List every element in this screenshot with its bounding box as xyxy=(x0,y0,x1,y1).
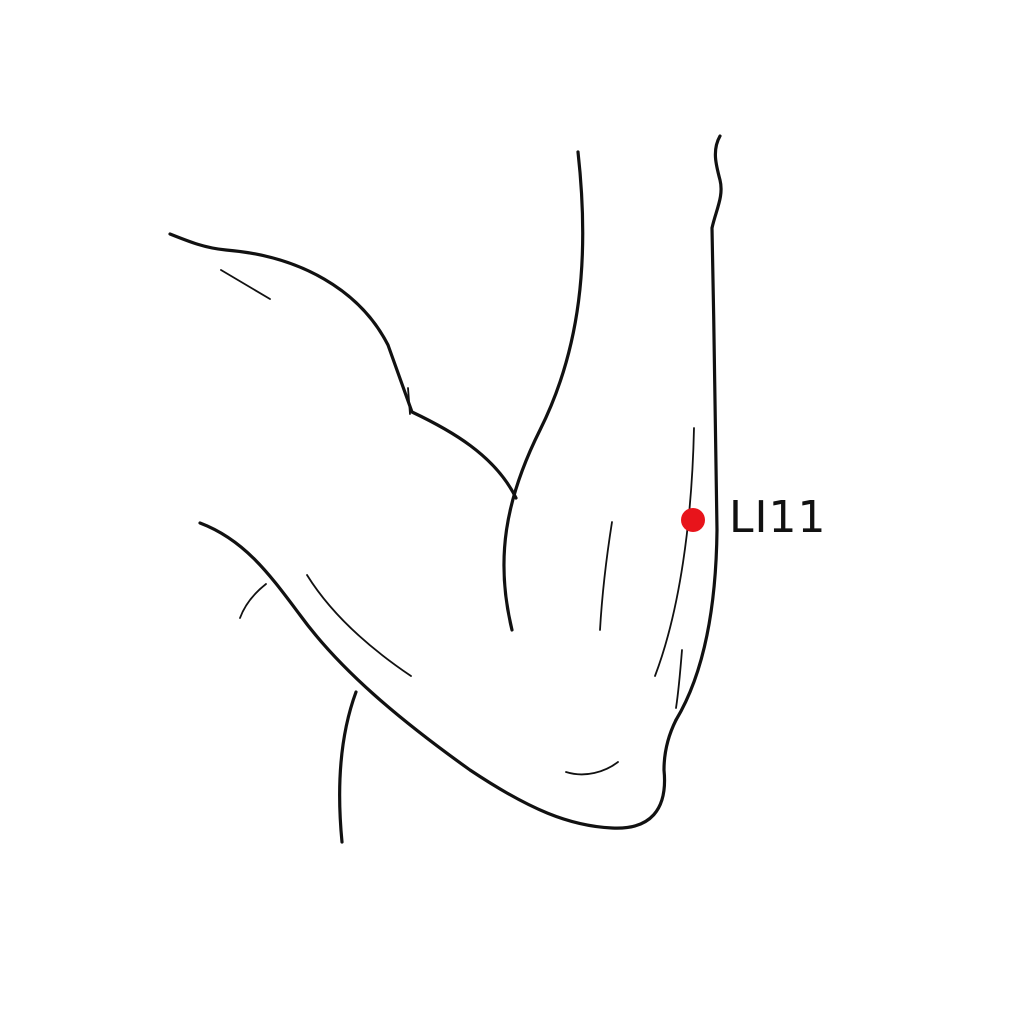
elbow-tip-crease xyxy=(565,761,619,776)
forearm-lateral-line xyxy=(654,427,695,677)
acupoint-label: LI11 xyxy=(729,492,827,543)
biceps-crease xyxy=(220,269,271,300)
forearm-crease xyxy=(599,521,613,631)
elbow-outline xyxy=(198,521,678,830)
forearm-inner-outline xyxy=(502,150,585,632)
shoulder-crease xyxy=(239,583,267,619)
acupoint-marker xyxy=(681,508,705,532)
forearm-outer-outline xyxy=(674,134,723,722)
biceps-outline xyxy=(168,232,518,500)
armpit-fold xyxy=(338,690,358,844)
olecranon-crease xyxy=(675,649,683,709)
upper-arm-crease xyxy=(306,574,412,677)
biceps-notch xyxy=(407,387,411,415)
